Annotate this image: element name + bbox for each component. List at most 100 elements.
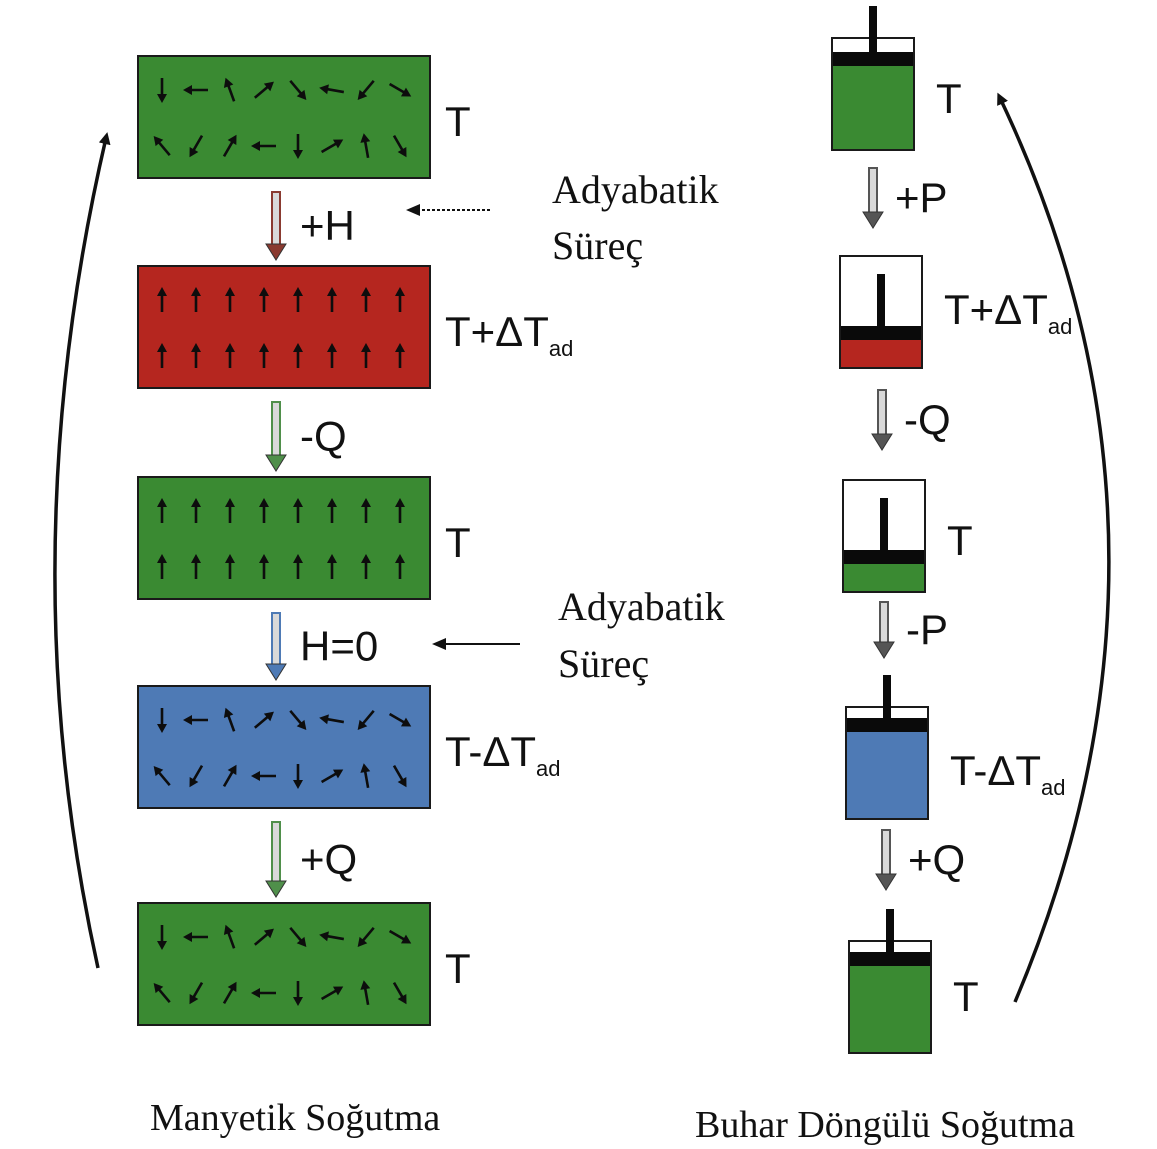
spin-arrow-icon bbox=[157, 925, 167, 950]
magnetic-stage-block: T bbox=[137, 476, 471, 600]
magnetic-step-arrow-icon bbox=[265, 191, 287, 261]
vapor-step-arrow-icon bbox=[875, 829, 897, 891]
magnetic-step-label: +Q bbox=[300, 836, 357, 883]
vapor-step-arrow-icon bbox=[871, 389, 893, 451]
spin-arrow-icon bbox=[293, 134, 303, 159]
vapor-stage-cylinder: T bbox=[831, 6, 962, 151]
spin-arrow-icon bbox=[225, 554, 235, 579]
spin-arrow-icon bbox=[361, 554, 371, 579]
spin-arrow-icon bbox=[157, 554, 167, 579]
spin-arrow-icon bbox=[388, 712, 412, 727]
spin-arrow-icon bbox=[293, 554, 303, 579]
spin-arrow-icon bbox=[357, 926, 375, 947]
magnetic-step-arrow-icon bbox=[265, 821, 287, 898]
piston-rod bbox=[880, 498, 888, 550]
spin-arrow-icon bbox=[222, 981, 237, 1005]
piston-head bbox=[841, 326, 921, 340]
magnetic-step-arrow-icon bbox=[265, 401, 287, 472]
spin-arrow-icon bbox=[327, 498, 337, 523]
spin-arrow-icon bbox=[153, 983, 171, 1004]
adiabatic-note-2: Adyabatik Süreç bbox=[558, 584, 735, 686]
spin-arrow-icon bbox=[189, 981, 204, 1005]
spin-arrow-icon bbox=[392, 981, 407, 1005]
spin-arrow-icon bbox=[392, 134, 407, 158]
spin-arrow-icon bbox=[225, 498, 235, 523]
spin-arrow-icon bbox=[320, 986, 344, 1001]
spin-arrow-icon bbox=[259, 287, 269, 312]
adiabatic-note-1: Adyabatik Süreç bbox=[552, 167, 729, 268]
spin-arrow-icon bbox=[157, 343, 167, 368]
spin-arrow-icon bbox=[157, 287, 167, 312]
spin-arrow-icon bbox=[253, 81, 274, 99]
spin-arrow-icon bbox=[223, 924, 236, 949]
spin-arrow-icon bbox=[183, 932, 208, 942]
spin-arrow-icon bbox=[259, 343, 269, 368]
vapor-stage-cylinder: T-ΔTad bbox=[845, 675, 1066, 820]
spin-arrow-icon bbox=[191, 287, 201, 312]
vapor-stage-cylinder: T bbox=[842, 479, 973, 593]
spin-arrow-icon bbox=[153, 136, 171, 157]
spin-arrow-icon bbox=[253, 928, 274, 946]
magnetic-stage-temperature: T bbox=[445, 945, 471, 992]
spin-arrow-icon bbox=[191, 498, 201, 523]
vapor-stage-cylinder: T bbox=[848, 909, 979, 1054]
spin-arrow-icon bbox=[293, 498, 303, 523]
spin-arrow-icon bbox=[253, 711, 274, 729]
spin-arrow-icon bbox=[153, 766, 171, 787]
magnetic-step-label: -Q bbox=[300, 413, 347, 460]
spin-arrow-icon bbox=[293, 287, 303, 312]
vapor-stage-temperature: T-ΔTad bbox=[950, 747, 1066, 800]
spin-arrow-icon bbox=[320, 769, 344, 784]
spin-arrow-icon bbox=[319, 714, 345, 725]
spin-arrow-icon bbox=[191, 343, 201, 368]
vapor-step-label: +P bbox=[895, 174, 948, 221]
magnetic-stage-temperature: T bbox=[445, 98, 471, 145]
magnetic-stage-block: T bbox=[137, 902, 471, 1026]
annotation-pointer-arrow bbox=[406, 204, 490, 216]
spin-arrow-icon bbox=[395, 287, 405, 312]
spin-arrow-icon bbox=[293, 343, 303, 368]
spin-arrow-icon bbox=[289, 926, 307, 947]
spin-arrow-icon bbox=[157, 708, 167, 733]
spin-arrow-icon bbox=[157, 78, 167, 103]
vapor-step-label: +Q bbox=[908, 836, 965, 883]
spin-arrow-icon bbox=[289, 709, 307, 730]
spin-arrow-icon bbox=[293, 764, 303, 789]
spin-arrow-icon bbox=[395, 498, 405, 523]
spin-arrow-icon bbox=[222, 764, 237, 788]
spin-arrow-icon bbox=[395, 343, 405, 368]
vapor-step-arrow-icon bbox=[862, 167, 884, 229]
spin-arrow-icon bbox=[357, 79, 375, 100]
piston-rod bbox=[886, 909, 894, 952]
spin-arrow-icon bbox=[223, 77, 236, 102]
spin-arrow-icon bbox=[361, 287, 371, 312]
vapor-stage-temperature: T bbox=[936, 75, 962, 122]
spin-arrow-icon bbox=[361, 498, 371, 523]
piston-rod bbox=[883, 675, 891, 718]
piston-rod bbox=[869, 6, 877, 52]
spin-arrow-icon bbox=[225, 287, 235, 312]
spin-arrow-icon bbox=[225, 343, 235, 368]
spin-arrow-icon bbox=[361, 343, 371, 368]
spin-arrow-icon bbox=[189, 134, 204, 158]
spin-arrow-icon bbox=[183, 85, 208, 95]
magnetic-stage-temperature: T-ΔTad bbox=[445, 728, 561, 781]
vapor-cycle-return-arrow bbox=[997, 92, 1111, 1003]
vapor-step-label: -P bbox=[906, 606, 948, 653]
spin-arrow-icon bbox=[251, 988, 276, 998]
magnetic-stage-temperature: T+ΔTad bbox=[445, 308, 573, 361]
piston-rod bbox=[877, 274, 885, 326]
spin-arrow-icon bbox=[360, 980, 371, 1006]
magnetic-step-arrow-icon bbox=[265, 612, 287, 681]
spin-arrow-icon bbox=[259, 498, 269, 523]
magnetic-step-label: +H bbox=[300, 202, 355, 249]
magnetic-stage-temperature: T bbox=[445, 519, 471, 566]
vapor-step-arrow-icon bbox=[873, 601, 895, 659]
spin-arrow-icon bbox=[360, 133, 371, 159]
spin-arrow-icon bbox=[327, 554, 337, 579]
spin-arrow-icon bbox=[251, 771, 276, 781]
spin-arrow-icon bbox=[388, 929, 412, 944]
vapor-stage-temperature: T bbox=[947, 517, 973, 564]
